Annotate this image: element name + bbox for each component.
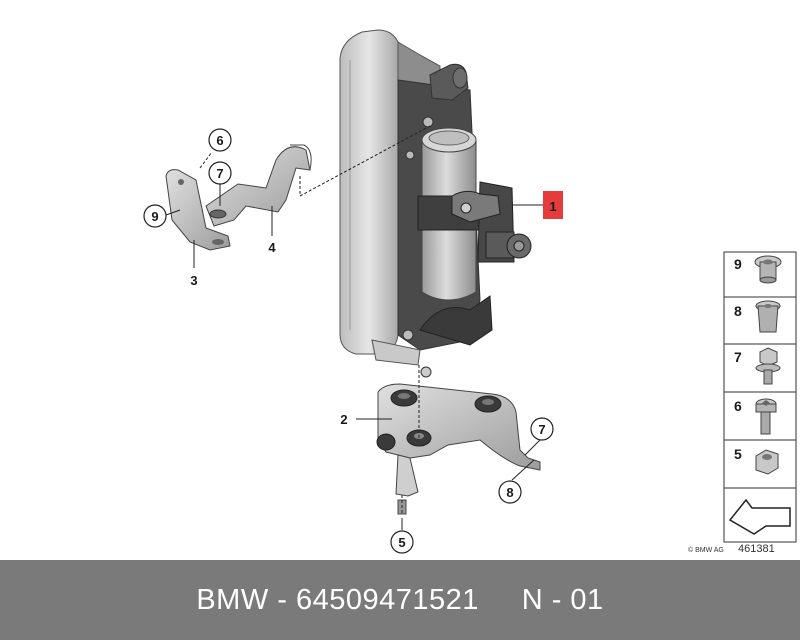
flanged-nut-icon [754,255,782,284]
footer-part-number: 64509471521 [295,583,479,616]
callout-4[interactable]: 4 [268,240,276,255]
expanding-nut-icon [755,300,781,333]
hex-nut-icon [755,449,779,475]
torx-bolt-icon [755,398,777,435]
callout-6[interactable]: 6 [208,128,232,152]
callout-7a[interactable]: 7 [208,161,232,185]
callout-9-label: 9 [151,209,158,224]
bracket-part-3 [165,169,231,251]
legend-item-9[interactable]: 9 [734,255,782,284]
footer-text: BMW - 64509471521 N - 01 [196,584,603,617]
callout-6-label: 6 [216,133,223,148]
footer-gap [479,584,522,616]
footer-brand: BMW [196,583,269,616]
dryer-heat-exchanger-assembly [339,29,532,366]
callout-5[interactable]: 5 [390,530,414,554]
parts-diagram: 1 2 5 7 8 [143,29,797,555]
callout-2[interactable]: 2 [340,412,347,427]
callout-5-label: 5 [398,535,405,550]
legend-num-5: 5 [734,446,742,462]
part-number-footer: BMW - 64509471521 N - 01 [0,560,800,640]
legend-num-9: 9 [734,256,742,272]
callout-9[interactable]: 9 [143,204,167,228]
hex-bolt-washer-icon [755,347,781,385]
legend-num-6: 6 [734,398,742,414]
callout-1[interactable]: 1 [543,191,563,219]
legend-item-7[interactable]: 7 [734,347,781,385]
legend-item-6[interactable]: 6 [734,398,777,435]
callout-7b[interactable]: 7 [530,417,554,441]
fastener-legend: 9 8 7 [723,251,797,543]
direction-arrow-icon [728,498,791,535]
footer-separator: - [268,583,296,616]
diagram-code: 461381 [738,543,775,555]
legend-num-7: 7 [734,349,742,365]
callout-1-label: 1 [549,199,556,214]
footer-position-code: N - 01 [521,583,604,616]
legend-item-5[interactable]: 5 [734,446,779,475]
callout-8-label: 8 [506,485,513,500]
bracket-part-4 [205,144,312,227]
copyright-text: © BMW AG [688,546,724,554]
callout-3[interactable]: 3 [190,273,197,288]
callout-8[interactable]: 8 [498,480,522,504]
callout-7b-label: 7 [538,422,545,437]
legend-num-8: 8 [734,303,742,319]
legend-item-8[interactable]: 8 [734,300,781,333]
callout-7a-label: 7 [216,166,223,181]
